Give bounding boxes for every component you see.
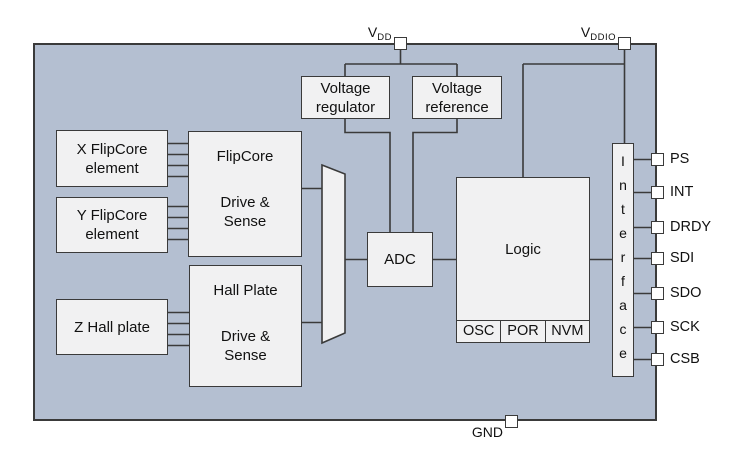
- block-voltage-reference: Voltage reference: [412, 76, 502, 119]
- drdy-pin-square: [651, 221, 664, 234]
- block-label: regulator: [315, 98, 376, 116]
- int-pin-label: INT: [670, 184, 694, 200]
- block-label: Z Hall plate: [74, 318, 150, 336]
- vddio-subscript: DDIO: [590, 32, 616, 43]
- block-label: reference: [425, 98, 489, 116]
- block-x-flipcore-element: X FlipCore element: [56, 130, 168, 187]
- vdd-pin-square: [394, 37, 407, 50]
- block-logic: Logic OSC POR NVM: [456, 177, 590, 343]
- block-voltage-regulator: Voltage regulator: [301, 76, 390, 119]
- drdy-pin-label: DRDY: [670, 219, 712, 235]
- vdd-pin-label: VDD: [340, 24, 392, 46]
- block-title: FlipCore: [216, 148, 274, 165]
- int-pin-square: [651, 186, 664, 199]
- gnd-pin-label: GND: [471, 424, 503, 440]
- block-label: Y FlipCore: [76, 207, 148, 224]
- block-label: element: [85, 226, 139, 243]
- sdi-pin-label: SDI: [670, 250, 695, 266]
- csb-pin-label: CSB: [670, 351, 700, 367]
- block-label: Sense: [223, 213, 267, 230]
- block-label: Drive &: [220, 328, 271, 345]
- block-flipcore-drive-sense: FlipCore Drive & Sense: [188, 131, 302, 257]
- block-label: element: [85, 159, 139, 177]
- sdi-pin-square: [651, 252, 664, 265]
- gnd-pin-square: [505, 415, 518, 428]
- block-adc: ADC: [367, 232, 433, 287]
- ps-pin-label: PS: [670, 151, 690, 167]
- vdd-base: V: [367, 24, 378, 40]
- block-label: Voltage: [431, 79, 483, 97]
- block-label: Drive &: [220, 194, 270, 211]
- block-osc: OSC: [457, 321, 502, 342]
- logic-sub-blocks: OSC POR NVM: [457, 320, 589, 342]
- block-title: Hall Plate: [213, 282, 278, 299]
- vdd-subscript: DD: [377, 32, 392, 43]
- block-hall-plate-drive-sense: Hall Plate Drive & Sense: [189, 265, 302, 387]
- sdo-pin-square: [651, 287, 664, 300]
- block-label: X FlipCore: [76, 140, 148, 158]
- block-z-hall-plate: Z Hall plate: [56, 299, 168, 355]
- block-interface: Interface: [612, 143, 634, 377]
- block-label: ADC: [384, 251, 416, 268]
- sck-pin-label: SCK: [670, 319, 700, 335]
- sdo-pin-label: SDO: [670, 285, 702, 301]
- csb-pin-square: [651, 353, 664, 366]
- block-label: Sense: [224, 347, 267, 364]
- block-label: Logic: [505, 240, 541, 258]
- block-nvm: NVM: [551, 323, 584, 339]
- logic-label-area: Logic: [457, 178, 589, 320]
- ps-pin-square: [651, 153, 664, 166]
- vddio-pin-label: VDDIO: [540, 24, 616, 46]
- block-por: POR: [501, 321, 546, 342]
- vddio-base: V: [580, 24, 591, 40]
- vddio-pin-square: [618, 37, 631, 50]
- block-label: Voltage: [320, 79, 371, 97]
- sck-pin-square: [651, 321, 664, 334]
- block-y-flipcore-element: Y FlipCore element: [56, 197, 168, 253]
